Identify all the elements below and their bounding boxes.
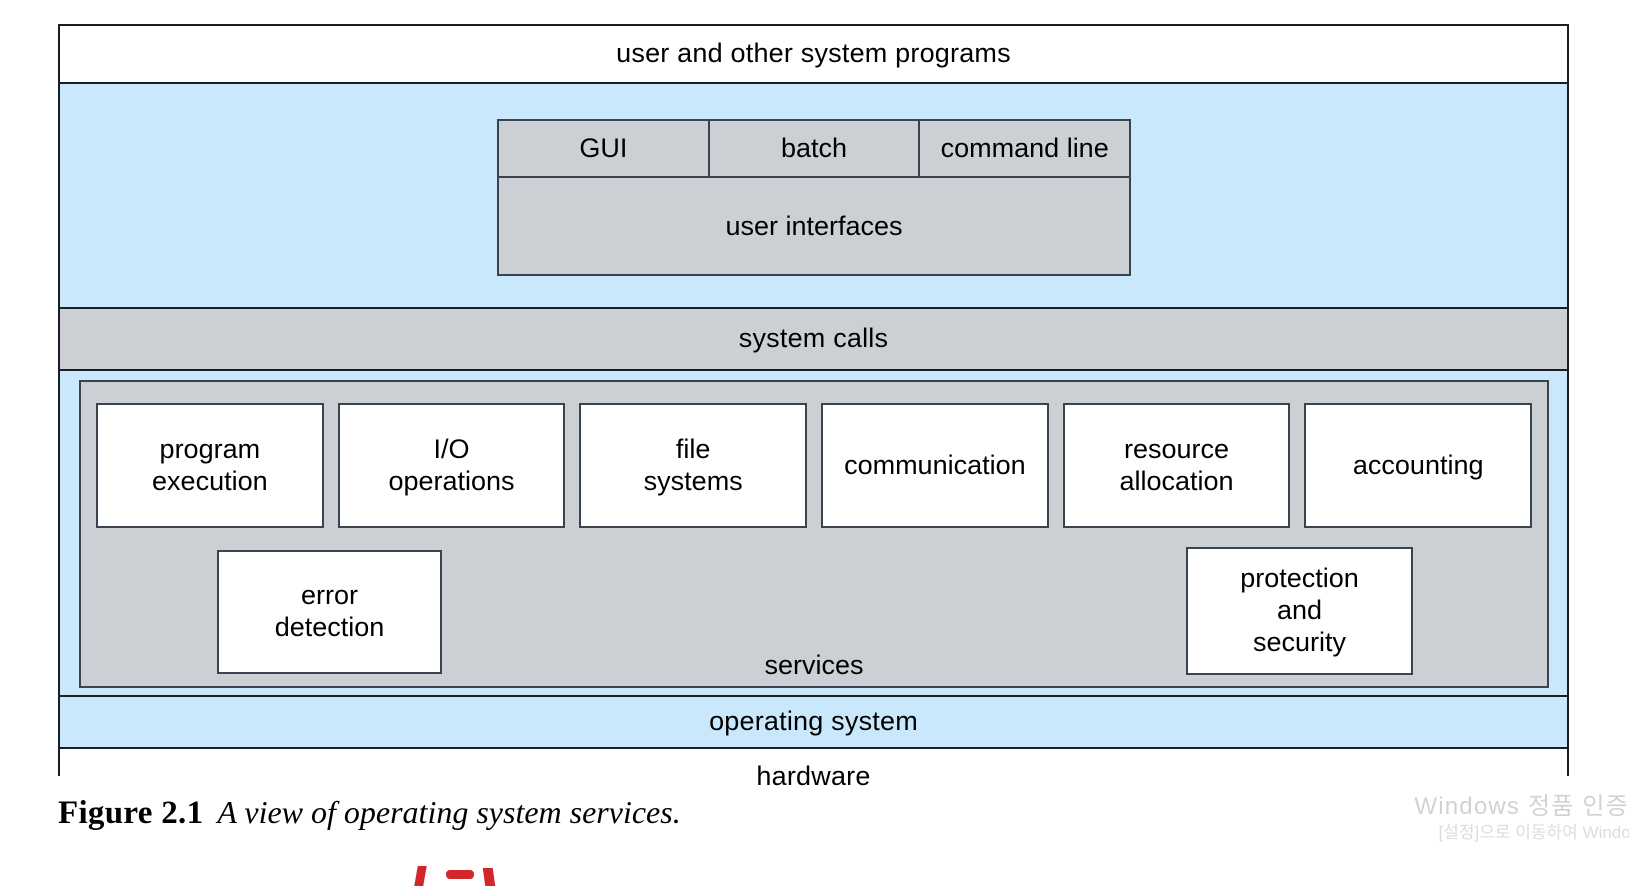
figure-caption-text: A view of operating system services.: [217, 794, 681, 830]
figure-caption: Figure 2.1 A view of operating system ser…: [58, 794, 681, 832]
band-hardware: hardware: [60, 749, 1567, 804]
band-system-calls-label: system calls: [738, 323, 889, 354]
band-operating-system-label: operating system: [709, 706, 918, 737]
ui-mode-command-line[interactable]: command line: [920, 121, 1130, 176]
band-user-interface-region: GUI batch command line user interfaces: [60, 84, 1567, 309]
red-stroke-1: [414, 866, 427, 886]
user-interfaces-label: user interfaces: [725, 210, 903, 241]
figure-caption-number: Figure 2.1: [58, 795, 204, 831]
band-user-programs: user and other system programs: [60, 26, 1567, 84]
watermark-subtitle: [설정]으로 이동하여 Window: [1438, 822, 1629, 842]
figure-diagram: user and other system programs GUI batch…: [58, 24, 1569, 804]
watermark-title: Windows 정품 인증: [1414, 793, 1629, 820]
service-communication[interactable]: communication: [821, 403, 1049, 528]
services-label: services: [764, 650, 864, 680]
red-annotation-mark: [412, 864, 512, 886]
band-user-programs-label: user and other system programs: [616, 38, 1011, 69]
band-operating-system: operating system: [60, 697, 1567, 749]
band-system-calls: system calls: [60, 309, 1567, 371]
user-interface-block: GUI batch command line user interfaces: [497, 119, 1131, 276]
ui-mode-batch[interactable]: batch: [709, 121, 921, 176]
ui-mode-gui[interactable]: GUI: [499, 121, 710, 176]
red-stroke-2: [446, 870, 474, 879]
service-accounting[interactable]: accounting: [1304, 403, 1533, 528]
red-stroke-3: [482, 868, 496, 886]
user-interface-modes-row: GUI batch command line: [499, 121, 1130, 178]
band-hardware-label: hardware: [756, 760, 871, 791]
windows-activation-watermark: Windows 정품 인증 [설정]으로 이동하여 Window: [1329, 793, 1629, 863]
